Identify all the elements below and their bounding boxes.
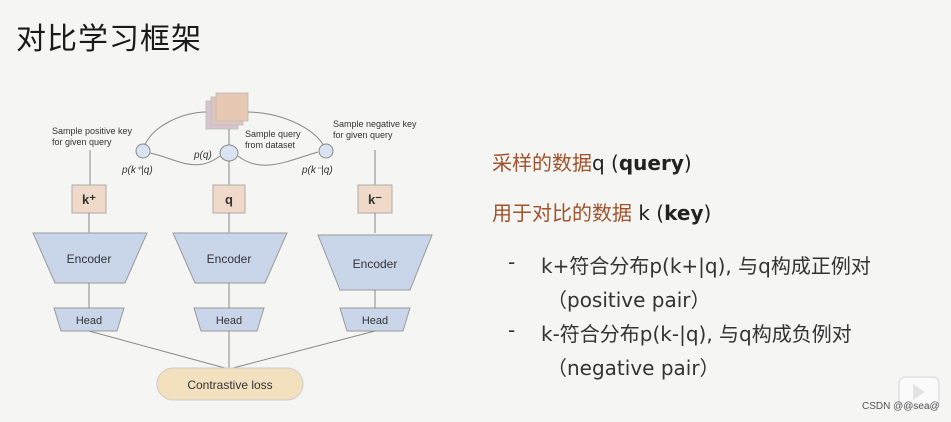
sample-negative-label-2: for given query [333, 130, 393, 140]
p-negative-label: p(k⁻|q) [301, 165, 333, 176]
sample-positive-label-1: Sample positive key [52, 126, 133, 136]
sample-negative-label-1: Sample negative key [333, 119, 417, 129]
video-logo-icon [898, 376, 940, 408]
k-negative-label: k⁻ [368, 192, 382, 207]
encoder-positive [32, 232, 148, 284]
key-line: 用于对比的数据 k (key) [492, 201, 712, 225]
svg-text:Encoder: Encoder [353, 257, 398, 271]
bullet-dash: - [508, 250, 516, 274]
dataset-image-icon [205, 92, 249, 130]
positive-sample-node [135, 143, 151, 159]
p-positive-label: p(k⁺|q) [121, 165, 153, 176]
bullet-positive-line1: k+符合分布p(k+|q), 与q构成正例对 [541, 254, 871, 278]
svg-text:Head: Head [216, 315, 242, 327]
head-negative [339, 307, 411, 332]
head-query [193, 307, 265, 332]
bullet-positive-line2: （positive pair） [547, 288, 711, 312]
svg-text:Head: Head [76, 315, 102, 327]
sample-query-label-2: from dataset [245, 140, 296, 150]
watermark: CSDN @@sea@ [862, 401, 940, 412]
encoder-negative [317, 234, 433, 291]
k-negative-box [357, 184, 393, 214]
k-positive-label: k⁺ [82, 192, 96, 207]
encoder-query [172, 232, 288, 284]
svg-text:Encoder: Encoder [67, 252, 112, 266]
negative-sample-node [318, 143, 334, 159]
contrastive-diagram: Sample positive key for given query Samp… [32, 92, 433, 401]
q-box [212, 184, 246, 214]
p-query-label: p(q) [193, 150, 212, 161]
bullet-negative-line2: （negative pair） [547, 356, 720, 380]
contrastive-loss-box [156, 367, 304, 401]
slide-title: 对比学习框架 [16, 22, 202, 57]
head-positive [53, 307, 125, 332]
contrastive-loss-label: Contrastive loss [187, 378, 272, 392]
bullet-dash: - [508, 318, 516, 342]
query-line: 采样的数据q (query) [492, 151, 692, 175]
q-label: q [225, 192, 233, 207]
bullet-negative-line1: k-符合分布p(k-|q), 与q构成负例对 [541, 322, 852, 346]
svg-text:Encoder: Encoder [207, 252, 252, 266]
svg-text:Head: Head [362, 315, 388, 327]
k-positive-box [71, 184, 107, 214]
sample-positive-label-2: for given query [52, 137, 112, 147]
sample-query-label-1: Sample query [245, 129, 301, 139]
